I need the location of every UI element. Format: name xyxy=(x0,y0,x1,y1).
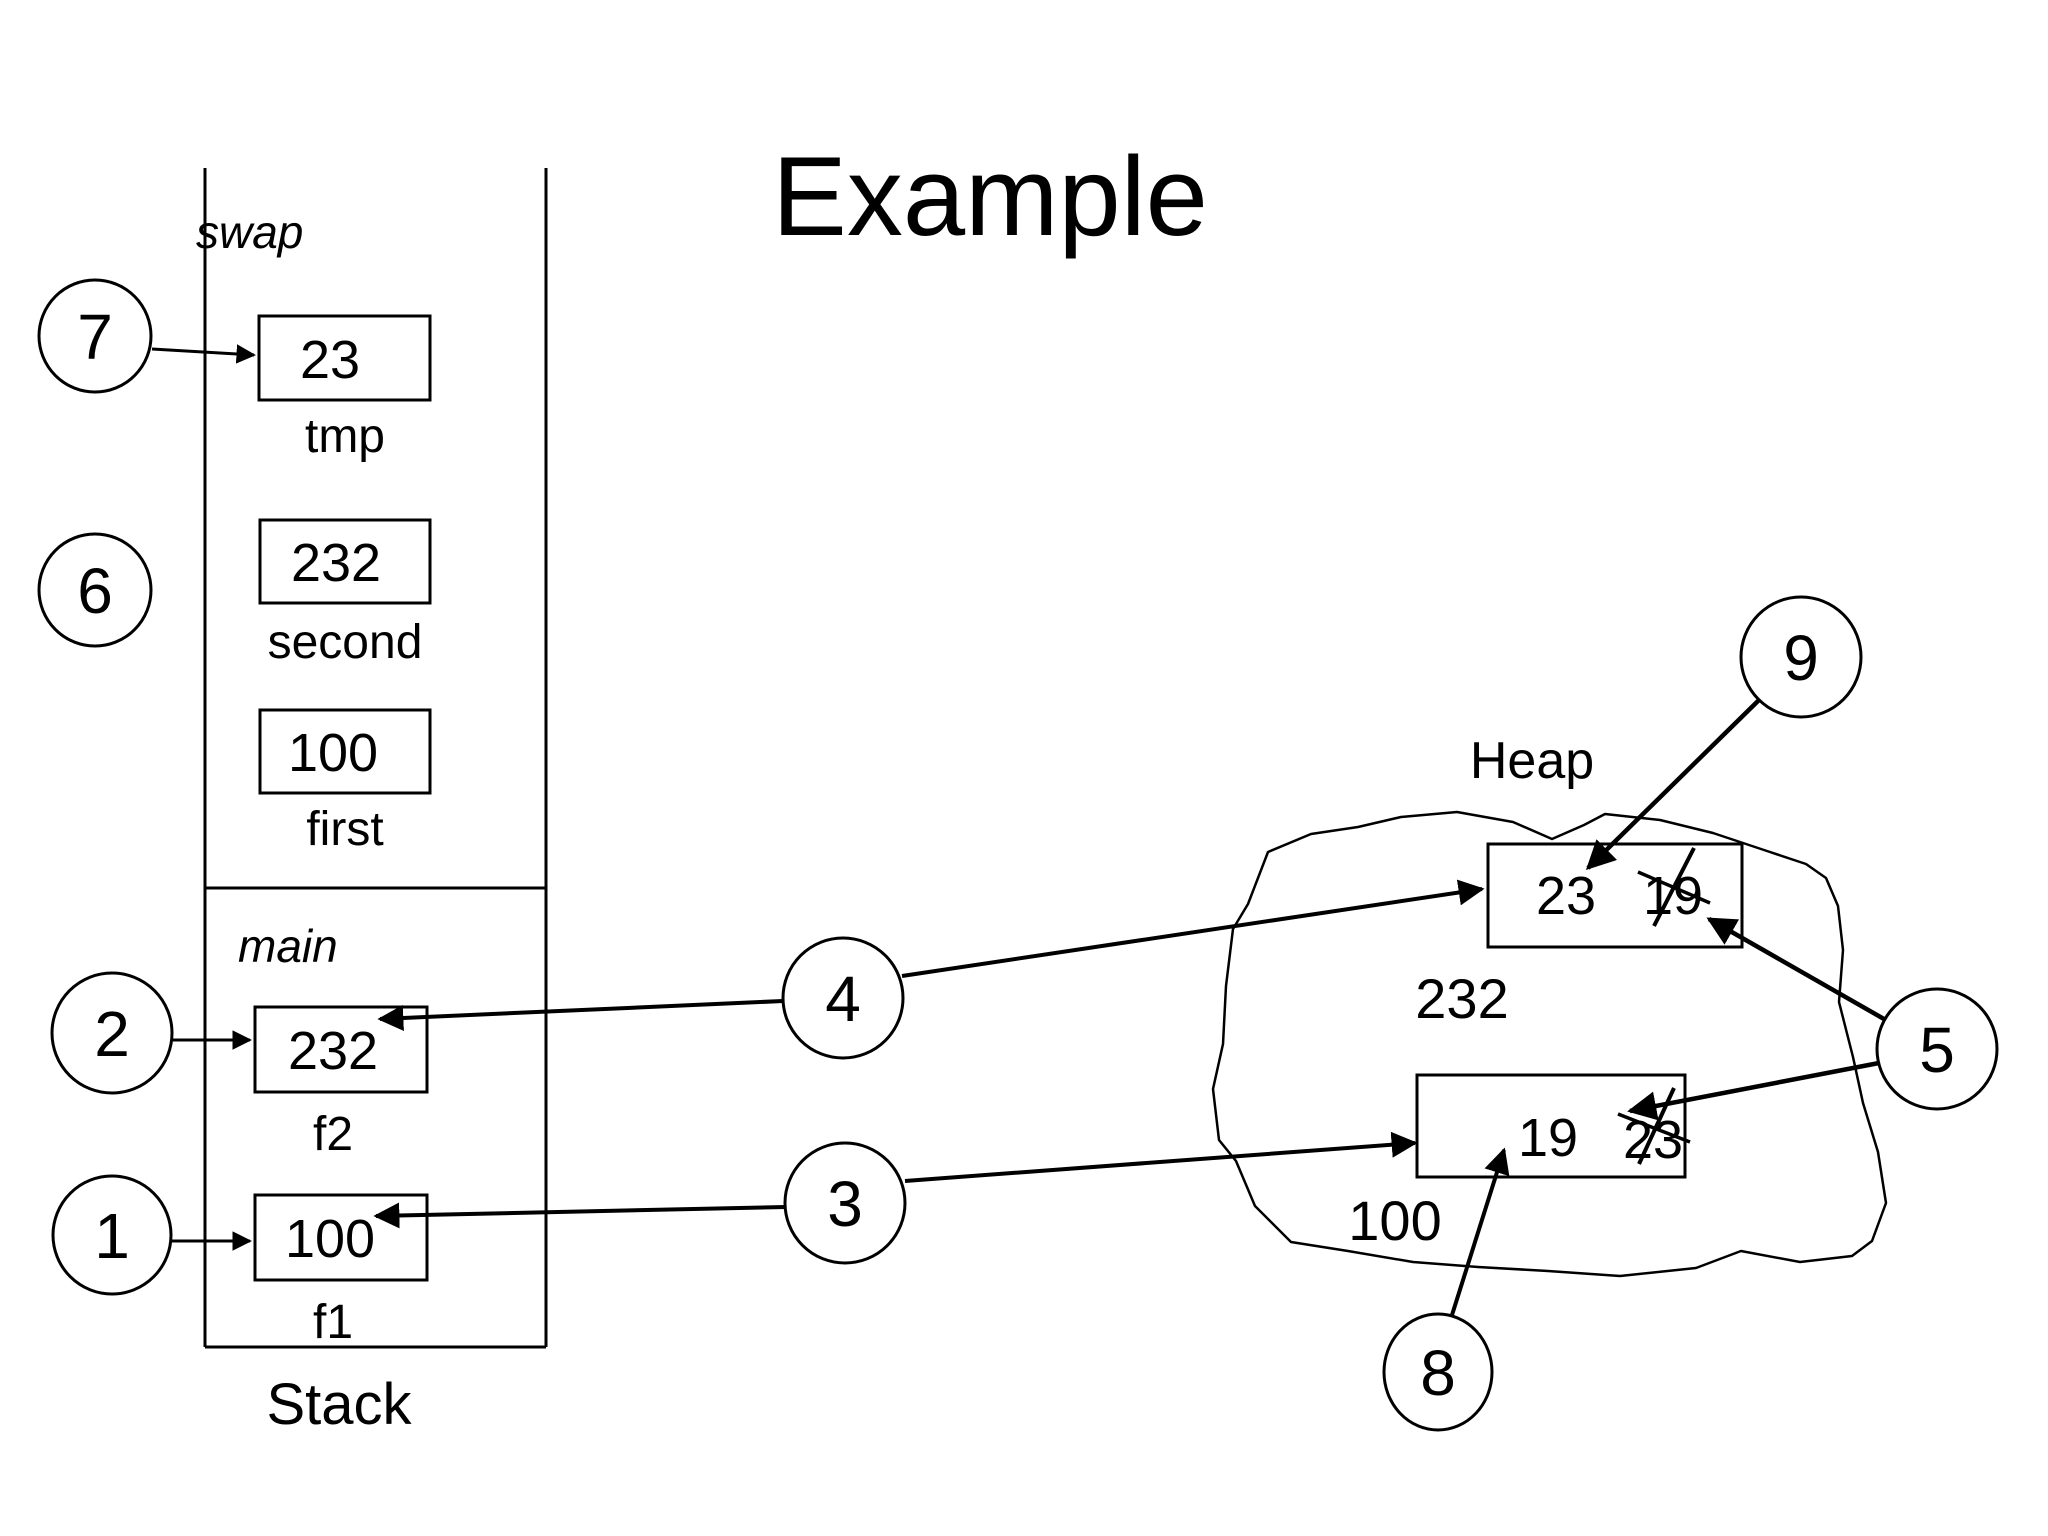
step-badge-circle xyxy=(50,971,174,1095)
heap-100-value: 19 xyxy=(1518,1108,1578,1168)
step-badge-circle xyxy=(1739,595,1863,719)
arrow-step4-to-f2 xyxy=(377,999,784,1031)
heap-100-address: 100 xyxy=(1348,1189,1441,1252)
heap-232-address: 232 xyxy=(1415,967,1508,1030)
var-value-tmp: 23 xyxy=(300,330,360,390)
step-badge-4: 4 xyxy=(781,936,905,1060)
step-badge-number: 4 xyxy=(825,963,861,1035)
var-box-tmp xyxy=(257,314,432,402)
step-badge-1: 1 xyxy=(51,1174,173,1296)
arrow-step7-to-tmp xyxy=(151,344,256,364)
stack-frame-main: main 232 f2 100 f1 xyxy=(238,920,429,1349)
step-badge-number: 6 xyxy=(77,555,113,627)
var-label-tmp: tmp xyxy=(305,410,385,463)
step-badge-circle xyxy=(51,1174,173,1296)
heap-region-label: Heap xyxy=(1470,732,1594,790)
var-value-f2: 232 xyxy=(288,1021,378,1081)
heap-box-232 xyxy=(1486,842,1744,949)
step-badge-2: 2 xyxy=(50,971,174,1095)
heap-cloud-outline xyxy=(1211,810,1888,1278)
step-badge-3: 3 xyxy=(783,1141,907,1265)
var-label-first: first xyxy=(306,803,383,856)
stack-region-label: Stack xyxy=(266,1372,412,1437)
page-title: Example xyxy=(772,134,1208,259)
arrows xyxy=(151,344,1886,1316)
arrow-step8-to-heap-100 xyxy=(1450,1147,1510,1316)
heap-232-strike-2 xyxy=(1652,847,1696,927)
step-badge-number: 7 xyxy=(77,301,113,373)
step-badge-circle xyxy=(37,532,153,648)
step-badge-9: 9 xyxy=(1739,595,1863,719)
var-box-first xyxy=(258,708,432,795)
step-badge-8: 8 xyxy=(1382,1312,1494,1432)
stack-column: Stack xyxy=(203,168,548,1437)
step-badge-6: 6 xyxy=(37,532,153,648)
var-value-f1: 100 xyxy=(285,1209,375,1269)
var-value-second: 232 xyxy=(291,533,381,593)
step-badge-number: 8 xyxy=(1420,1337,1456,1409)
step-badge-circle xyxy=(781,936,905,1060)
frame-name-swap: swap xyxy=(196,206,303,258)
arrow-step3-to-f1 xyxy=(373,1202,786,1229)
arrow-step5-to-heap-232 xyxy=(1706,917,1886,1021)
step-badge-number: 1 xyxy=(94,1200,130,1272)
heap-box-100 xyxy=(1415,1073,1687,1179)
step-badge-number: 3 xyxy=(827,1168,863,1240)
step-badge-circle xyxy=(1382,1312,1494,1432)
step-badge-7: 7 xyxy=(37,278,153,394)
step-badge-circle xyxy=(37,278,153,394)
step-badge-number: 9 xyxy=(1783,622,1819,694)
heap-100-strike-2 xyxy=(1637,1087,1676,1165)
step-badge-number: 5 xyxy=(1919,1014,1955,1086)
step-badge-circle xyxy=(1875,987,1999,1111)
arrow-step3-to-heap-100 xyxy=(904,1131,1418,1183)
step-badge-number: 2 xyxy=(94,998,130,1070)
heap-object-232: 23 19 232 xyxy=(1415,842,1744,1030)
stack-frame-swap: swap 23 tmp 232 second 100 first xyxy=(196,206,432,856)
var-box-f2 xyxy=(253,1005,429,1094)
step-badge-circle xyxy=(783,1141,907,1265)
var-label-second: second xyxy=(268,616,423,669)
arrow-step9-to-heap-232 xyxy=(1585,698,1761,871)
heap-object-100: 19 23 100 xyxy=(1348,1073,1691,1252)
var-value-first: 100 xyxy=(288,723,378,783)
frame-name-main: main xyxy=(238,920,338,972)
var-label-f2: f2 xyxy=(313,1108,353,1161)
arrow-step5-to-heap-100 xyxy=(1627,1060,1880,1121)
step-badge-5: 5 xyxy=(1875,987,1999,1111)
heap-232-value: 23 xyxy=(1536,866,1596,926)
arrow-step4-to-heap-232 xyxy=(901,879,1485,978)
var-label-f1: f1 xyxy=(313,1296,353,1349)
var-box-second xyxy=(258,518,432,605)
var-box-f1 xyxy=(253,1193,429,1282)
